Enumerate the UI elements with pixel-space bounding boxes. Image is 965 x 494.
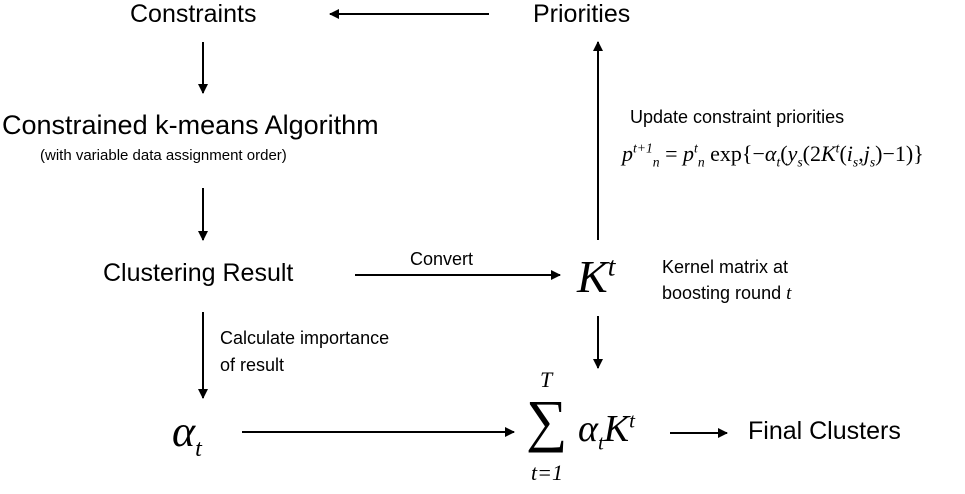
importance-label-line2: of result [220,355,285,375]
sum-term: αtKt [578,408,635,455]
priorities-node: Priorities [533,0,631,28]
clustering-result-node: Clustering Result [103,259,294,287]
alpha-t-symbol: αt [172,407,202,462]
sum-lower-limit: t=1 [531,460,563,485]
algorithm-node: Constrained k-means Algorithm [2,110,379,140]
kernel-description-line1: Kernel matrix at [662,257,789,277]
convert-label: Convert [410,249,474,269]
kernel-matrix-symbol: Kt [577,250,616,302]
constraints-node: Constraints [130,0,257,28]
kernel-description-line2: boosting round t [662,283,792,304]
sum-sigma-icon: ∑ [526,388,568,453]
algorithm-note: (with variable data assignment order) [40,147,287,164]
update-priorities-title: Update constraint priorities [630,107,845,127]
importance-label-line1: Calculate importance [220,328,390,348]
update-formula: pt+1n = ptn exp{−αt(ys(2Kt(is,js)−1)} [622,140,924,170]
sum-upper-limit: T [540,367,553,392]
final-clusters-node: Final Clusters [748,417,901,445]
